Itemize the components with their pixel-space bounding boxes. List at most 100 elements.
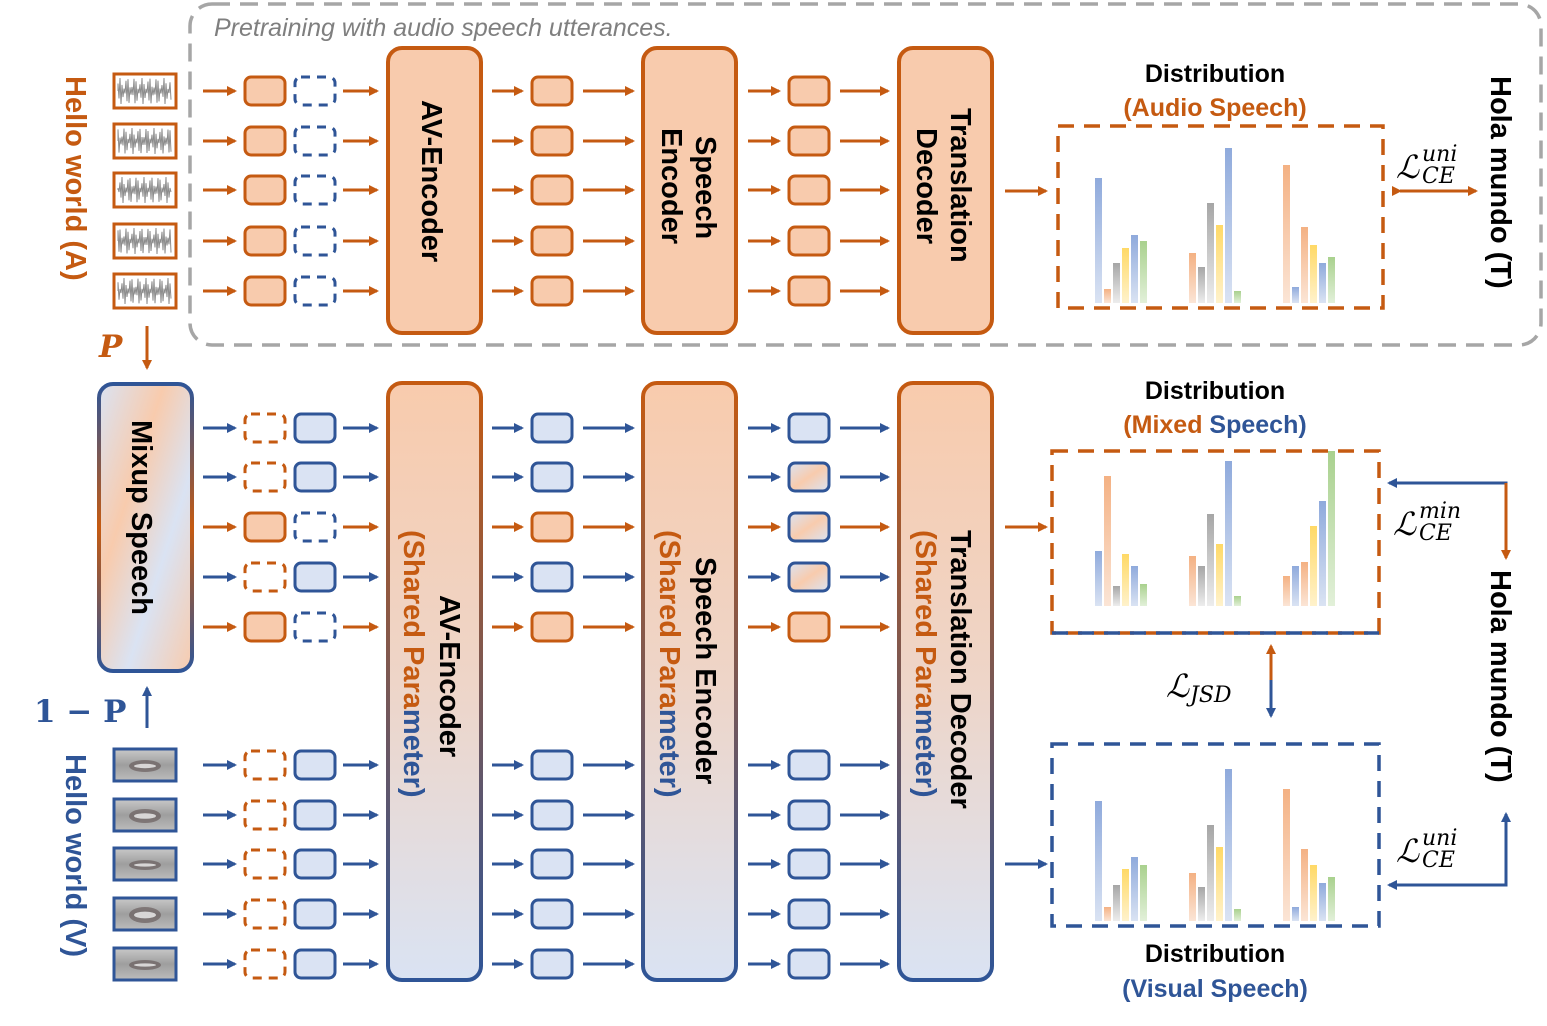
dist-bar-audio (1095, 178, 1102, 303)
dist-bar-audio (1198, 267, 1205, 303)
speech-encoder-top (641, 46, 738, 335)
dist-bar-audio (1283, 165, 1290, 303)
loss-visual-uni-sup: uni (1422, 826, 1457, 851)
lip-frame-icon (112, 747, 178, 783)
target-label-bottom: Hola mundo (T) (1484, 570, 1516, 783)
dist-bar-mixed (1131, 566, 1138, 606)
mix-av-feature (530, 511, 574, 543)
dist-bar-mixed (1292, 566, 1299, 606)
dist-bar-visual (1292, 907, 1299, 921)
waveform-trace (117, 77, 172, 105)
visual-speech-feature (787, 848, 831, 880)
mix-speech-feature (787, 511, 831, 543)
translation-decoder-shared (897, 381, 994, 982)
visual-token (293, 848, 337, 880)
audio-input-label: Hello world (A) (59, 76, 91, 281)
dist-bar-audio (1207, 203, 1214, 303)
speech-feature-token (787, 75, 831, 107)
av-encoder-shared-label: AV-Encoder (433, 595, 465, 757)
dist-bar-visual (1283, 789, 1290, 921)
visual-input-label: Hello world (V) (59, 754, 91, 957)
dist-bar-audio (1225, 148, 1232, 303)
dist-subtitle-visual: (Visual Speech) (1122, 975, 1308, 1003)
speech-feature-token (787, 225, 831, 257)
p-label: P (98, 329, 124, 365)
dist-subtitle-mixed: (Mixed Speech) (1123, 411, 1306, 439)
speech-encoder-top-label-2: Encoder (655, 128, 687, 244)
av-encoder-top-label: AV-Encoder (415, 100, 447, 262)
visual-placeholder-token (293, 125, 337, 157)
dist-bar-audio (1301, 227, 1308, 303)
loss-visual-uni-sub: CE (1422, 848, 1455, 873)
mix-visual-slot (293, 461, 337, 493)
token-rows (112, 72, 890, 982)
speech-feature-token (787, 174, 831, 206)
loss-audio-uni-sub: CE (1422, 164, 1455, 189)
dist-bar-visual (1216, 847, 1223, 921)
one-minus-p-label: 1 − P (34, 694, 126, 730)
visual-speech-feature (787, 799, 831, 831)
mix-av-feature (530, 412, 574, 444)
dist-bar-audio (1310, 245, 1317, 303)
dist-bar-visual (1301, 849, 1308, 921)
audio-placeholder-token (243, 848, 287, 880)
waveform-trace (117, 176, 172, 204)
dist-bar-mixed (1189, 556, 1196, 606)
dist-bar-mixed (1140, 584, 1147, 606)
lip-frame-icon (112, 946, 178, 982)
dist-bar-audio (1113, 263, 1120, 303)
waveform-icon (112, 122, 178, 160)
loss-mixed-min-sub: CE (1419, 521, 1452, 546)
loss-visual-uni: ℒ (1396, 832, 1420, 870)
dist-bar-audio (1319, 263, 1326, 303)
dist-bar-visual (1189, 873, 1196, 921)
dist-bar-visual (1198, 887, 1205, 921)
mix-visual-slot (293, 611, 337, 643)
av-feature-token (530, 275, 574, 307)
mix-av-feature (530, 561, 574, 593)
dist-box-visual (1050, 742, 1381, 928)
dist-bar-mixed (1207, 514, 1214, 606)
translation-decoder-top-label-2: Decoder (910, 128, 942, 244)
dist-bar-visual (1234, 909, 1241, 921)
dist-bar-audio (1189, 253, 1196, 303)
lip-teeth (134, 763, 156, 769)
dist-bar-visual (1131, 857, 1138, 921)
dist-bar-mixed (1104, 476, 1111, 606)
av-encoder-shared (386, 381, 483, 982)
dist-bar-mixed (1319, 501, 1326, 606)
lip-frame-icon (112, 797, 178, 833)
loss-audio-uni-sup: uni (1422, 142, 1457, 167)
mix-av-feature (530, 611, 574, 643)
waveform-trace (117, 127, 172, 155)
target-label-top: Hola mundo (T) (1484, 76, 1516, 289)
waveform-icon (112, 222, 178, 260)
translation-decoder-top-label-1: Translation (944, 108, 976, 263)
audio-token (243, 125, 287, 157)
audio-placeholder-token (243, 898, 287, 930)
speech-encoder-shared (641, 381, 738, 982)
lip-teeth (134, 813, 156, 819)
dist-bar-audio (1104, 289, 1111, 303)
mix-audio-slot (243, 511, 287, 543)
speech-encoder-top-label-1: Speech (689, 136, 721, 239)
loss-audio-uni: ℒ (1396, 148, 1420, 186)
waveform-icon (112, 72, 178, 110)
mix-audio-slot (243, 461, 287, 493)
mixup-speech-label: Mixup Speech (125, 420, 157, 615)
lip-frame-icon (112, 846, 178, 882)
dist-bar-visual (1319, 883, 1326, 921)
pretraining-region (188, 2, 1543, 347)
av-feature-token (530, 174, 574, 206)
visual-placeholder-token (293, 225, 337, 257)
visual-av-feature (530, 848, 574, 880)
av-feature-token (530, 125, 574, 157)
dist-title-audio: Distribution (1145, 60, 1285, 88)
dist-bar-mixed (1198, 566, 1205, 606)
translation-decoder-top (897, 46, 994, 335)
speech-feature-token (787, 275, 831, 307)
loss-mixed-min: ℒ (1393, 505, 1417, 543)
visual-placeholder-token (293, 75, 337, 107)
dist-bar-mixed (1234, 596, 1241, 606)
